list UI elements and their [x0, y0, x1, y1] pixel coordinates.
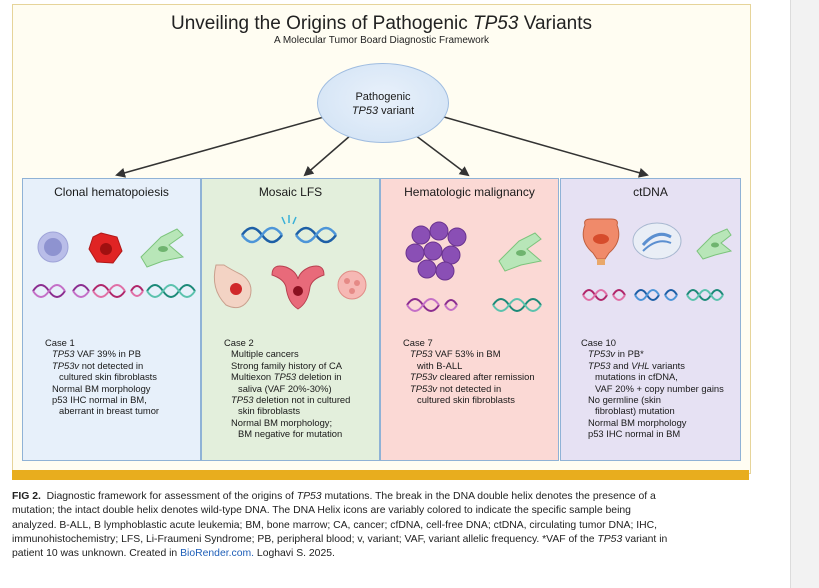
fibroblast-icon [140, 228, 185, 268]
arrow-to-hematopoiesis [115, 114, 332, 178]
connector-arrows [115, 114, 649, 178]
column-title: Clonal hematopoiesis [54, 185, 169, 199]
breast-tumor-icon [213, 264, 252, 309]
figure-title: Unveiling the Origins of Pathogenic TP53… [170, 13, 593, 34]
column-hematologic-malignancy: Hematologic malignancy [380, 178, 559, 461]
biorender-link[interactable]: BioRender.com. [180, 548, 255, 560]
page-edge-strip [790, 0, 819, 588]
dna-helix-intact-icon [492, 298, 542, 312]
figure-caption: FIG 2. Diagnostic framework for assessme… [12, 491, 668, 560]
arrow-to-ctdna [436, 114, 649, 178]
blast-cluster-icon [405, 221, 467, 281]
case-2-notes: Case 2 Multiple cancers Strong family hi… [224, 337, 351, 440]
dna-helix-broken-icon [92, 284, 144, 298]
dna-helix-broken-icon [240, 215, 338, 244]
case-7-notes: Case 7 TP53 VAF 53% in BM with B-ALL TP5… [403, 337, 535, 406]
column-mosaic-lfs: Mosaic LFS [201, 178, 380, 461]
hub-label: Pathogenic TP53 variant [351, 91, 415, 117]
column-title: Mosaic LFS [258, 185, 323, 199]
column-clonal-hematopoiesis: Clonal hematopoiesis [22, 178, 201, 461]
dna-helix-broken-icon [32, 284, 90, 298]
pathogenic-variant-hub: Pathogenic TP53 variant [317, 63, 449, 143]
uterus-icon [271, 265, 325, 310]
bladder-icon [582, 218, 620, 265]
arrow-to-mosaic [303, 134, 352, 177]
dna-helix-intact-icon [146, 284, 196, 298]
dna-helix-broken-icon [406, 298, 458, 312]
fibroblast-icon [696, 228, 733, 260]
lymphocyte-icon [37, 231, 69, 263]
dna-helix-broken-icon [582, 289, 626, 301]
tumor-cluster-icon [337, 270, 367, 300]
figure-label: FIG 2. [12, 491, 41, 502]
fibroblast-icon [498, 232, 543, 272]
arrow-to-malignancy [414, 134, 470, 177]
dna-helix-intact-icon [686, 289, 724, 301]
caption-divider [12, 470, 749, 480]
figure-subtitle: A Molecular Tumor Board Diagnostic Frame… [273, 35, 490, 46]
column-ctdna: ctDNA [560, 178, 741, 461]
malignant-cell-icon [88, 232, 123, 264]
column-title: Hematologic malignancy [404, 185, 535, 199]
case-10-notes: Case 10 TP53v in PB* TP53 and VHL varian… [581, 337, 724, 440]
blood-tube-icon [632, 222, 682, 260]
column-title: ctDNA [633, 185, 668, 199]
case-1-notes: Case 1 TP53 VAF 39% in PB TP53v not dete… [45, 337, 160, 417]
dna-helix-broken-icon [634, 289, 678, 301]
figure-panel: Unveiling the Origins of Pathogenic TP53… [12, 4, 751, 474]
